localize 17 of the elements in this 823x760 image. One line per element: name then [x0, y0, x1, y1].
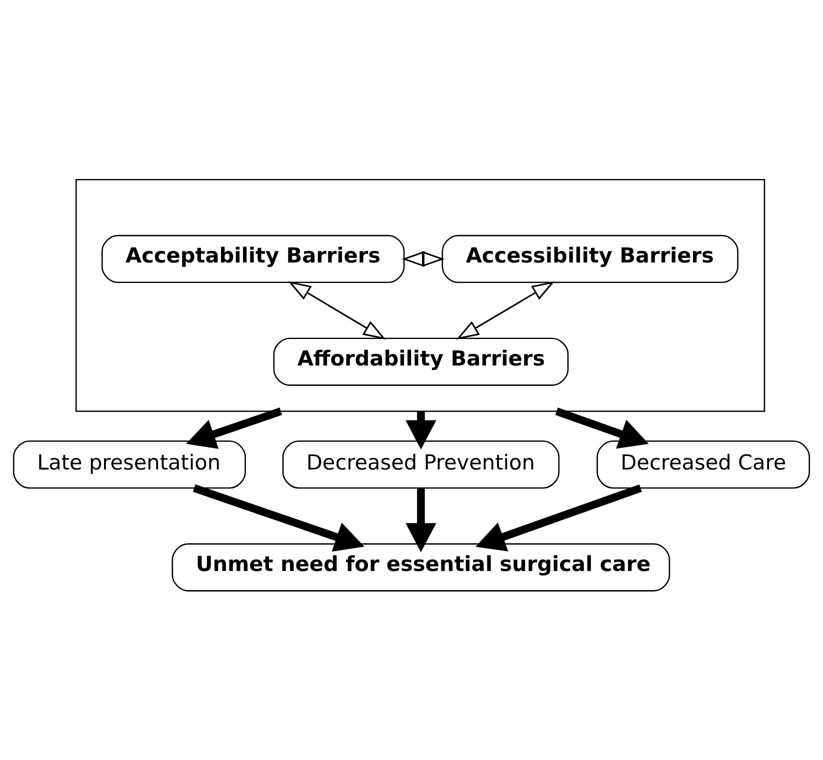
- arrow: [406, 488, 436, 552]
- node-box: Accessibility Barriers: [442, 234, 738, 284]
- node-box: Acceptability Barriers: [102, 234, 405, 284]
- node-box: Unmet need for essential surgical care: [172, 543, 670, 592]
- arrow: [456, 281, 555, 340]
- node-box: Decreased Care: [596, 440, 810, 489]
- arrow: [402, 251, 445, 267]
- arrow: [476, 484, 642, 552]
- node-box: Affordability Barriers: [273, 338, 569, 386]
- arrow: [288, 281, 386, 340]
- arrow: [406, 411, 436, 450]
- node-box: Late presentation: [13, 440, 246, 489]
- cluster: [75, 178, 766, 412]
- arrow: [186, 408, 282, 449]
- arrow: [192, 484, 364, 552]
- node-box: Decreased Prevention: [282, 440, 560, 489]
- arrow: [555, 408, 649, 449]
